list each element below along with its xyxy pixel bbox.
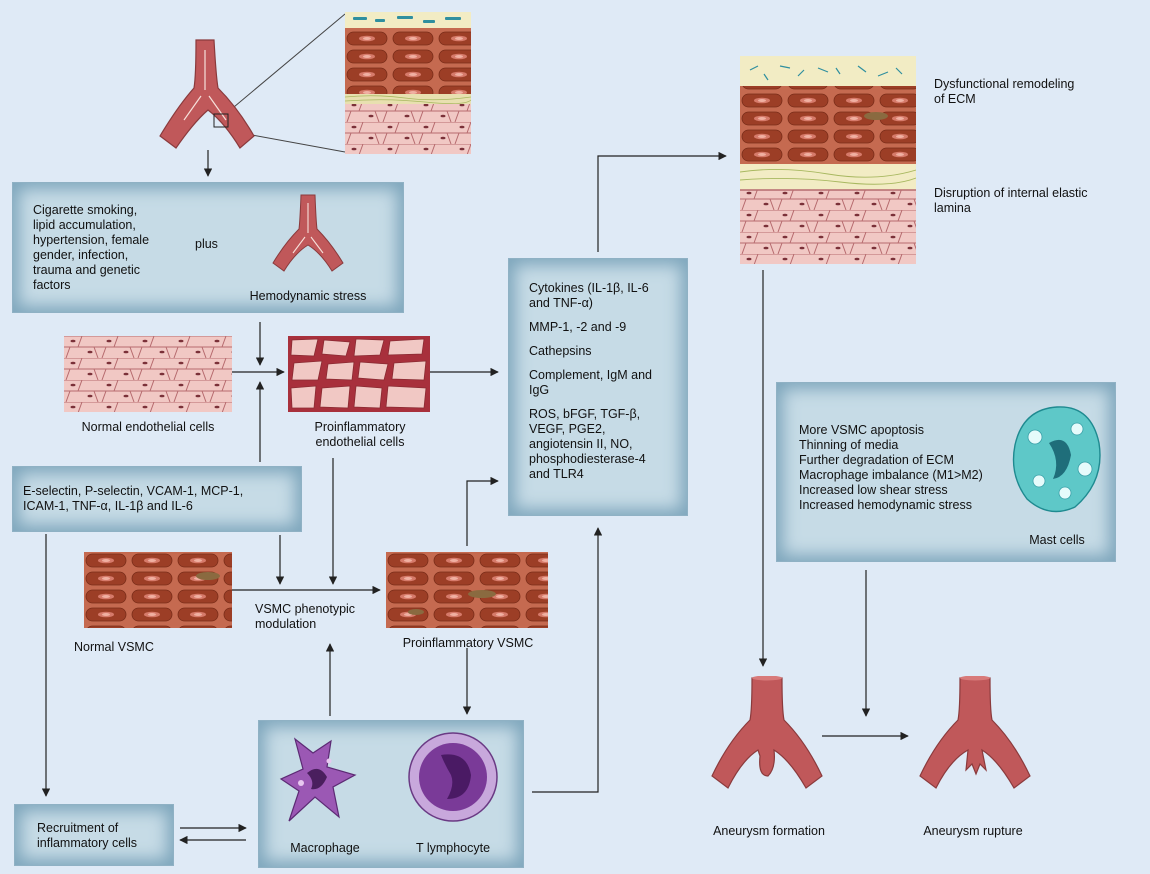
elastic-lamina-label: Disruption of internal elastic lamina — [934, 186, 1088, 216]
t-lymphocyte-label: T lymphocyte — [401, 841, 505, 856]
mediator-item: Cathepsins — [529, 344, 652, 359]
progression-item: Macrophage imbalance (M1>M2) — [799, 468, 983, 483]
recruitment-panel: Recruitment of inflammatory cells — [14, 804, 174, 866]
proinflammatory-vsmc-image — [386, 552, 548, 628]
mast-cell-icon — [1009, 403, 1105, 519]
y-vessel-illustration — [150, 36, 260, 160]
mediator-item: ROS, bFGF, TGF-β, VEGF, PGE2, angiotensi… — [529, 407, 652, 482]
immune-cells-panel: Macrophage T lymphocyte — [258, 720, 524, 868]
macrophage-icon — [277, 733, 361, 827]
plus-label: plus — [195, 237, 218, 252]
progression-item: More VSMC apoptosis — [799, 423, 983, 438]
progression-item: Thinning of media — [799, 438, 983, 453]
adhesion-molecules-panel: E-selectin, P-selectin, VCAM-1, MCP-1, I… — [12, 466, 302, 532]
risk-factors-panel: Cigarette smoking, lipid accumulation, h… — [12, 182, 404, 313]
vessel-wall-section — [345, 12, 471, 154]
normal-endothelial-label: Normal endothelial cells — [58, 420, 238, 435]
mediators-list: Cytokines (IL-1β, IL-6 and TNF-α) MMP-1,… — [529, 281, 652, 491]
normal-vsmc-image — [84, 552, 232, 628]
adhesion-molecules-text: E-selectin, P-selectin, VCAM-1, MCP-1, I… — [23, 484, 243, 514]
mediator-item: Cytokines (IL-1β, IL-6 and TNF-α) — [529, 281, 652, 311]
progression-list: More VSMC apoptosis Thinning of media Fu… — [799, 423, 983, 513]
mediator-item: MMP-1, -2 and -9 — [529, 320, 652, 335]
disease-progression-panel: More VSMC apoptosis Thinning of media Fu… — [776, 382, 1116, 562]
hemodynamic-stress-label: Hemodynamic stress — [233, 289, 383, 304]
proinflammatory-vsmc-label: Proinflammatory VSMC — [378, 636, 558, 651]
t-lymphocyte-icon — [405, 729, 501, 825]
proinflammatory-endothelial-image — [288, 336, 430, 412]
progression-item: Increased low shear stress — [799, 483, 983, 498]
normal-endothelial-cells-image — [64, 336, 232, 412]
aneurysm-rupture-illustration — [916, 676, 1034, 796]
aneurysm-formation-illustration — [708, 676, 826, 796]
normal-vsmc-label: Normal VSMC — [74, 640, 194, 655]
hemodynamic-vessel-icon — [269, 193, 347, 281]
progression-item: Increased hemodynamic stress — [799, 498, 983, 513]
aneurysm-rupture-label: Aneurysm rupture — [898, 824, 1048, 839]
macrophage-label: Macrophage — [277, 841, 373, 856]
mast-cells-label: Mast cells — [1015, 533, 1099, 548]
vsmc-modulation-label: VSMC phenotypic modulation — [255, 602, 355, 632]
proinflammatory-endothelial-label: Proinflammatory endothelial cells — [276, 420, 444, 450]
risk-factors-text: Cigarette smoking, lipid accumulation, h… — [33, 203, 149, 293]
ecm-remodeling-label: Dysfunctional remodeling of ECM — [934, 77, 1074, 107]
inflammatory-mediators-panel: Cytokines (IL-1β, IL-6 and TNF-α) MMP-1,… — [508, 258, 688, 516]
recruitment-text: Recruitment of inflammatory cells — [37, 821, 137, 851]
progression-item: Further degradation of ECM — [799, 453, 983, 468]
mediator-item: Complement, IgM and IgG — [529, 368, 652, 398]
degraded-wall-section — [740, 56, 916, 264]
aneurysm-formation-label: Aneurysm formation — [694, 824, 844, 839]
